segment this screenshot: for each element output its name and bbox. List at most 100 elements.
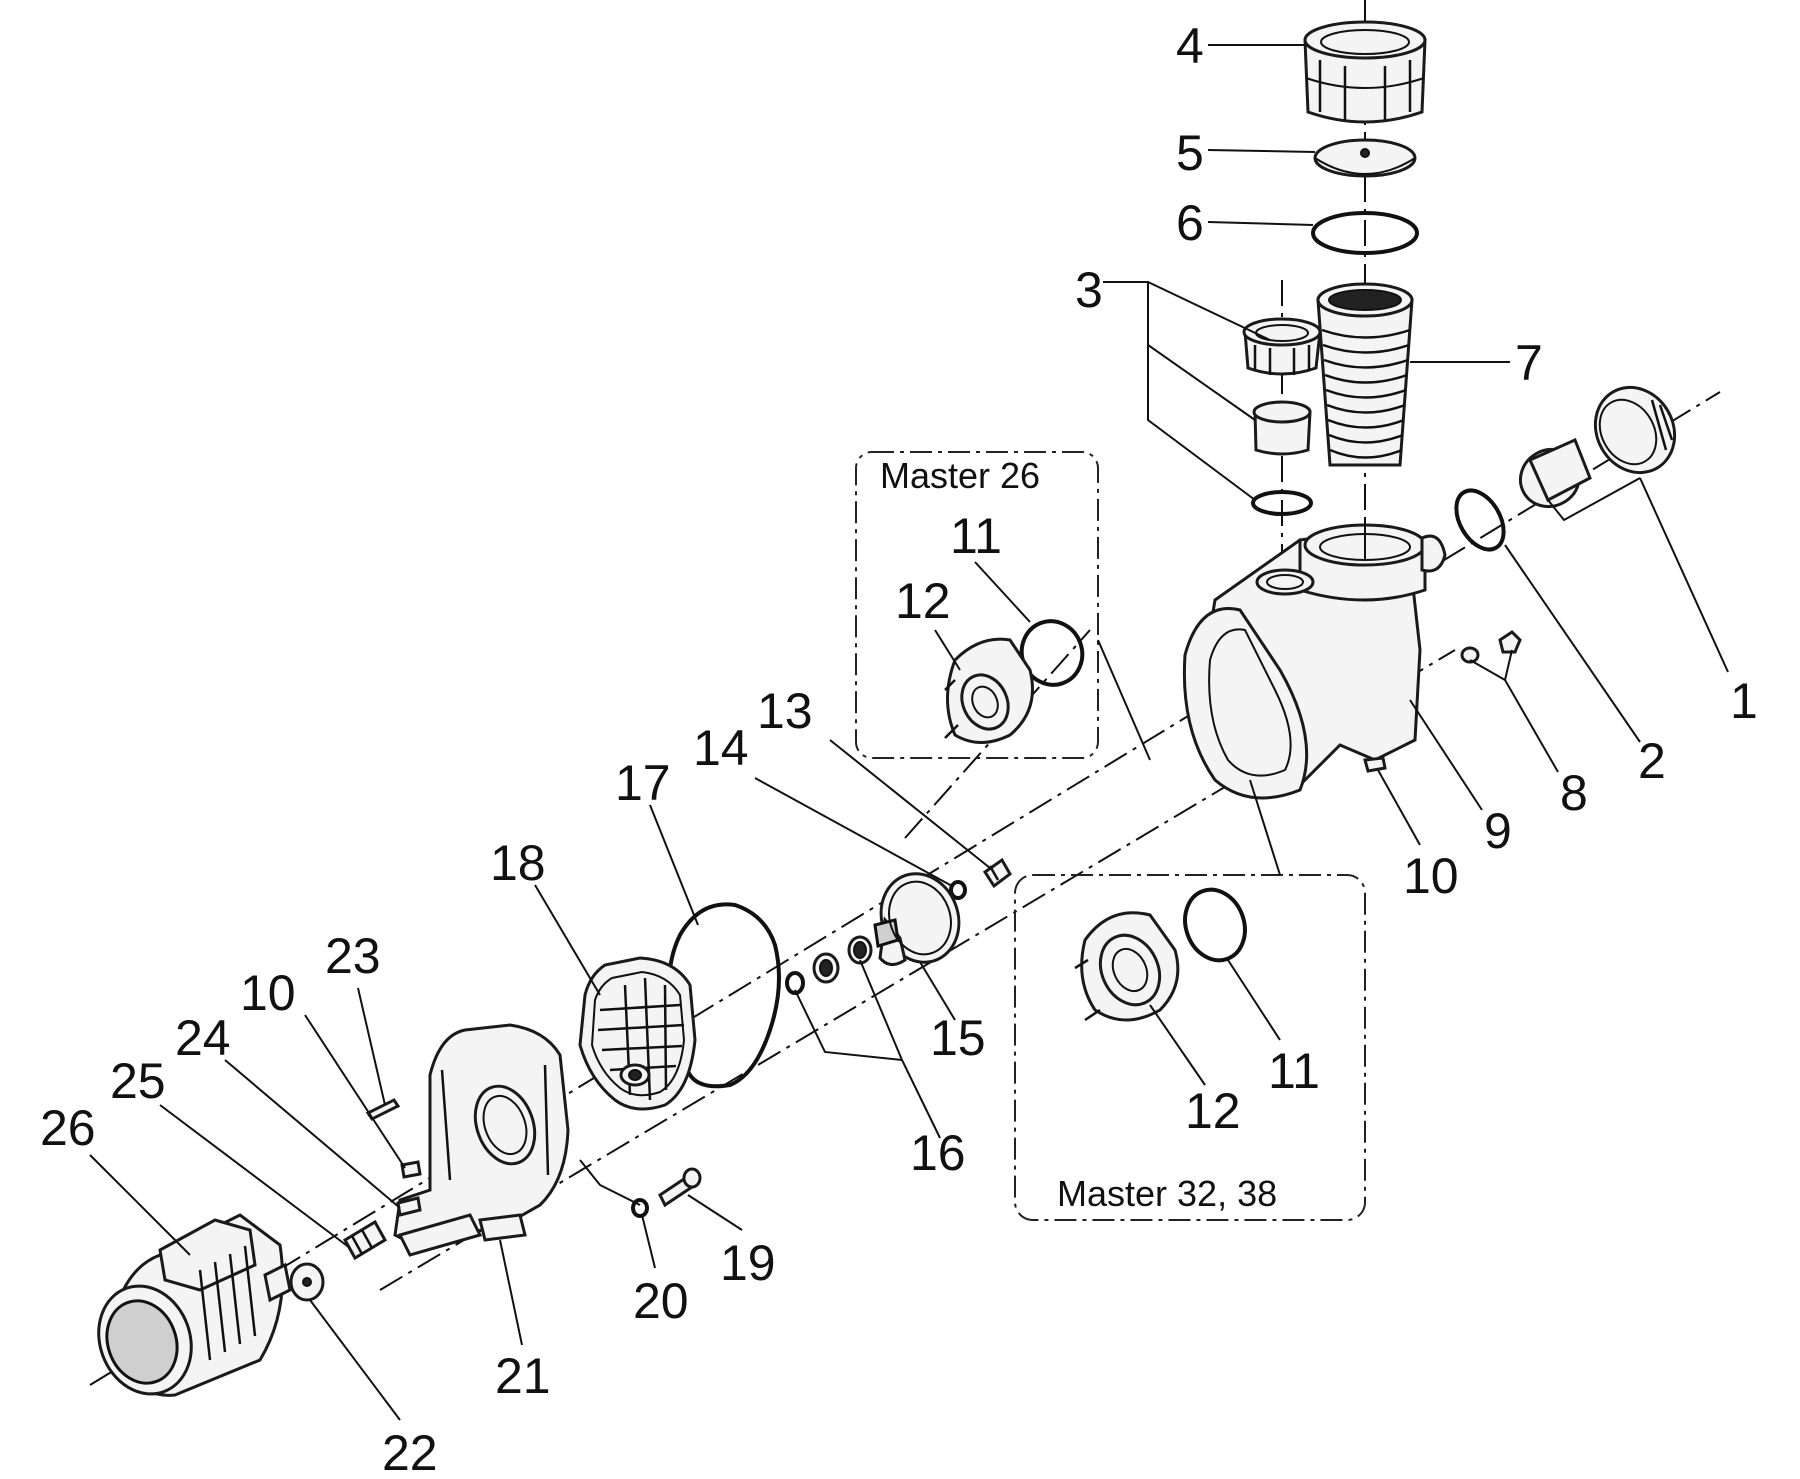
leader-21 <box>499 1239 523 1346</box>
box-label-master32-38: Master 32, 38 <box>1057 1173 1277 1214</box>
callout-11-master32-38: 11 <box>1268 1043 1320 1099</box>
box-label-master26: Master 26 <box>880 455 1040 496</box>
callout-20: 20 <box>633 1273 689 1329</box>
part-bracket-bolt <box>658 1167 702 1208</box>
callout-7: 7 <box>1515 335 1543 391</box>
callout-15: 15 <box>930 1010 986 1066</box>
part-outlet-tail-piece <box>1454 437 1592 552</box>
leader-9 <box>1409 699 1483 811</box>
part-seal-plate <box>578 956 697 1111</box>
leader-23 <box>357 987 386 1106</box>
part-impeller-screw <box>982 857 1012 889</box>
part-lid <box>1313 138 1417 178</box>
part-pump-housing <box>1182 520 1447 800</box>
callout-26: 26 <box>40 1100 96 1156</box>
leader-3c <box>1147 345 1256 501</box>
leader-11b <box>1227 959 1281 1041</box>
leader-1-bracket <box>1547 477 1641 522</box>
callout-numbers: 1 2 3 4 5 6 7 8 9 10 10 11 11 12 12 13 1… <box>40 18 1758 1479</box>
leader-16b <box>794 989 903 1061</box>
part-drain-plug <box>1460 630 1522 664</box>
part-diffuser-master26 <box>944 637 1034 744</box>
center-axes <box>89 0 1721 1386</box>
leader-19 <box>687 1194 743 1231</box>
variant-box-master32-38: Master 32, 38 <box>1014 874 1366 1221</box>
callout-19: 19 <box>720 1235 776 1291</box>
callout-5: 5 <box>1176 125 1204 181</box>
part-o-ring-master32-38 <box>1183 887 1247 963</box>
part-strainer-basket <box>1316 282 1414 467</box>
part-washer-20 <box>631 1198 649 1218</box>
leader-13 <box>829 739 991 869</box>
main-axis <box>89 391 1721 1386</box>
leader-12b <box>1149 1004 1206 1086</box>
callout-12-master26: 12 <box>895 573 951 629</box>
callout-18: 18 <box>490 835 546 891</box>
leader-10a <box>1377 769 1421 846</box>
leader-8 <box>1469 659 1559 773</box>
leader-17 <box>649 804 699 926</box>
leader-master26-link <box>1097 639 1151 761</box>
part-slinger-disc <box>289 1262 325 1302</box>
part-spacer-block-upper <box>1363 756 1387 773</box>
inlet-axis <box>379 649 1456 1291</box>
leader-master32-link <box>1249 779 1281 876</box>
part-motor <box>97 1213 292 1397</box>
part-impeller <box>873 872 961 966</box>
leader-12a <box>934 629 961 671</box>
part-washer-14 <box>949 880 967 900</box>
callout-16: 16 <box>910 1125 966 1181</box>
callout-11-master26: 11 <box>950 508 1002 564</box>
leader-24 <box>224 1059 401 1209</box>
leader-lines <box>89 44 1729 1421</box>
callout-6: 6 <box>1176 195 1204 251</box>
part-spacer-block-24 <box>396 1196 422 1217</box>
callout-22: 22 <box>382 1425 438 1479</box>
callout-8: 8 <box>1560 765 1588 821</box>
leader-15 <box>919 961 956 1021</box>
leader-25 <box>159 1104 351 1249</box>
callout-17: 17 <box>615 755 671 811</box>
callout-9: 9 <box>1484 803 1512 859</box>
callout-1: 1 <box>1730 673 1758 729</box>
leader-14 <box>754 777 953 887</box>
leader-1 <box>1639 477 1729 673</box>
leader-3b <box>1147 282 1256 421</box>
callout-2: 2 <box>1638 733 1666 789</box>
callout-10-upper: 10 <box>1403 848 1459 904</box>
callout-10-lower: 10 <box>240 965 296 1021</box>
callout-23: 23 <box>325 928 381 984</box>
callout-14: 14 <box>693 720 749 776</box>
part-lid-locking-ring <box>1303 20 1427 124</box>
part-coupling-sleeve <box>342 1219 388 1261</box>
leader-6 <box>1207 221 1314 226</box>
variant-box-master26: Master 26 <box>855 451 1099 759</box>
box-outline <box>1014 874 1366 1221</box>
leader-18 <box>534 884 601 996</box>
leader-2 <box>1504 544 1641 743</box>
callout-13: 13 <box>757 683 813 739</box>
callout-12-master32-38: 12 <box>1185 1083 1241 1139</box>
box-outline <box>855 451 1099 759</box>
part-outlet-union-nut <box>1593 385 1677 475</box>
part-motor-bracket <box>393 1023 570 1257</box>
callout-4: 4 <box>1176 18 1204 74</box>
leader-11a <box>974 561 1031 623</box>
callout-24: 24 <box>175 1010 231 1066</box>
part-spacer-block-lower <box>400 1160 422 1179</box>
leader-26 <box>89 1154 191 1256</box>
leader-8b <box>1504 649 1513 681</box>
leader-bolt-bracket <box>579 1159 641 1206</box>
callout-21: 21 <box>495 1348 551 1404</box>
leader-22 <box>309 1299 401 1421</box>
callout-3: 3 <box>1075 262 1103 318</box>
part-mechanical-seal <box>785 935 873 995</box>
part-diffuser-master32-38 <box>1074 911 1180 1022</box>
part-lid-o-ring <box>1311 211 1419 255</box>
leader-5 <box>1207 149 1316 153</box>
part-bracket-screw <box>365 1098 401 1121</box>
leader-20 <box>641 1214 656 1269</box>
callout-25: 25 <box>110 1053 166 1109</box>
leader-10b <box>304 1014 406 1169</box>
